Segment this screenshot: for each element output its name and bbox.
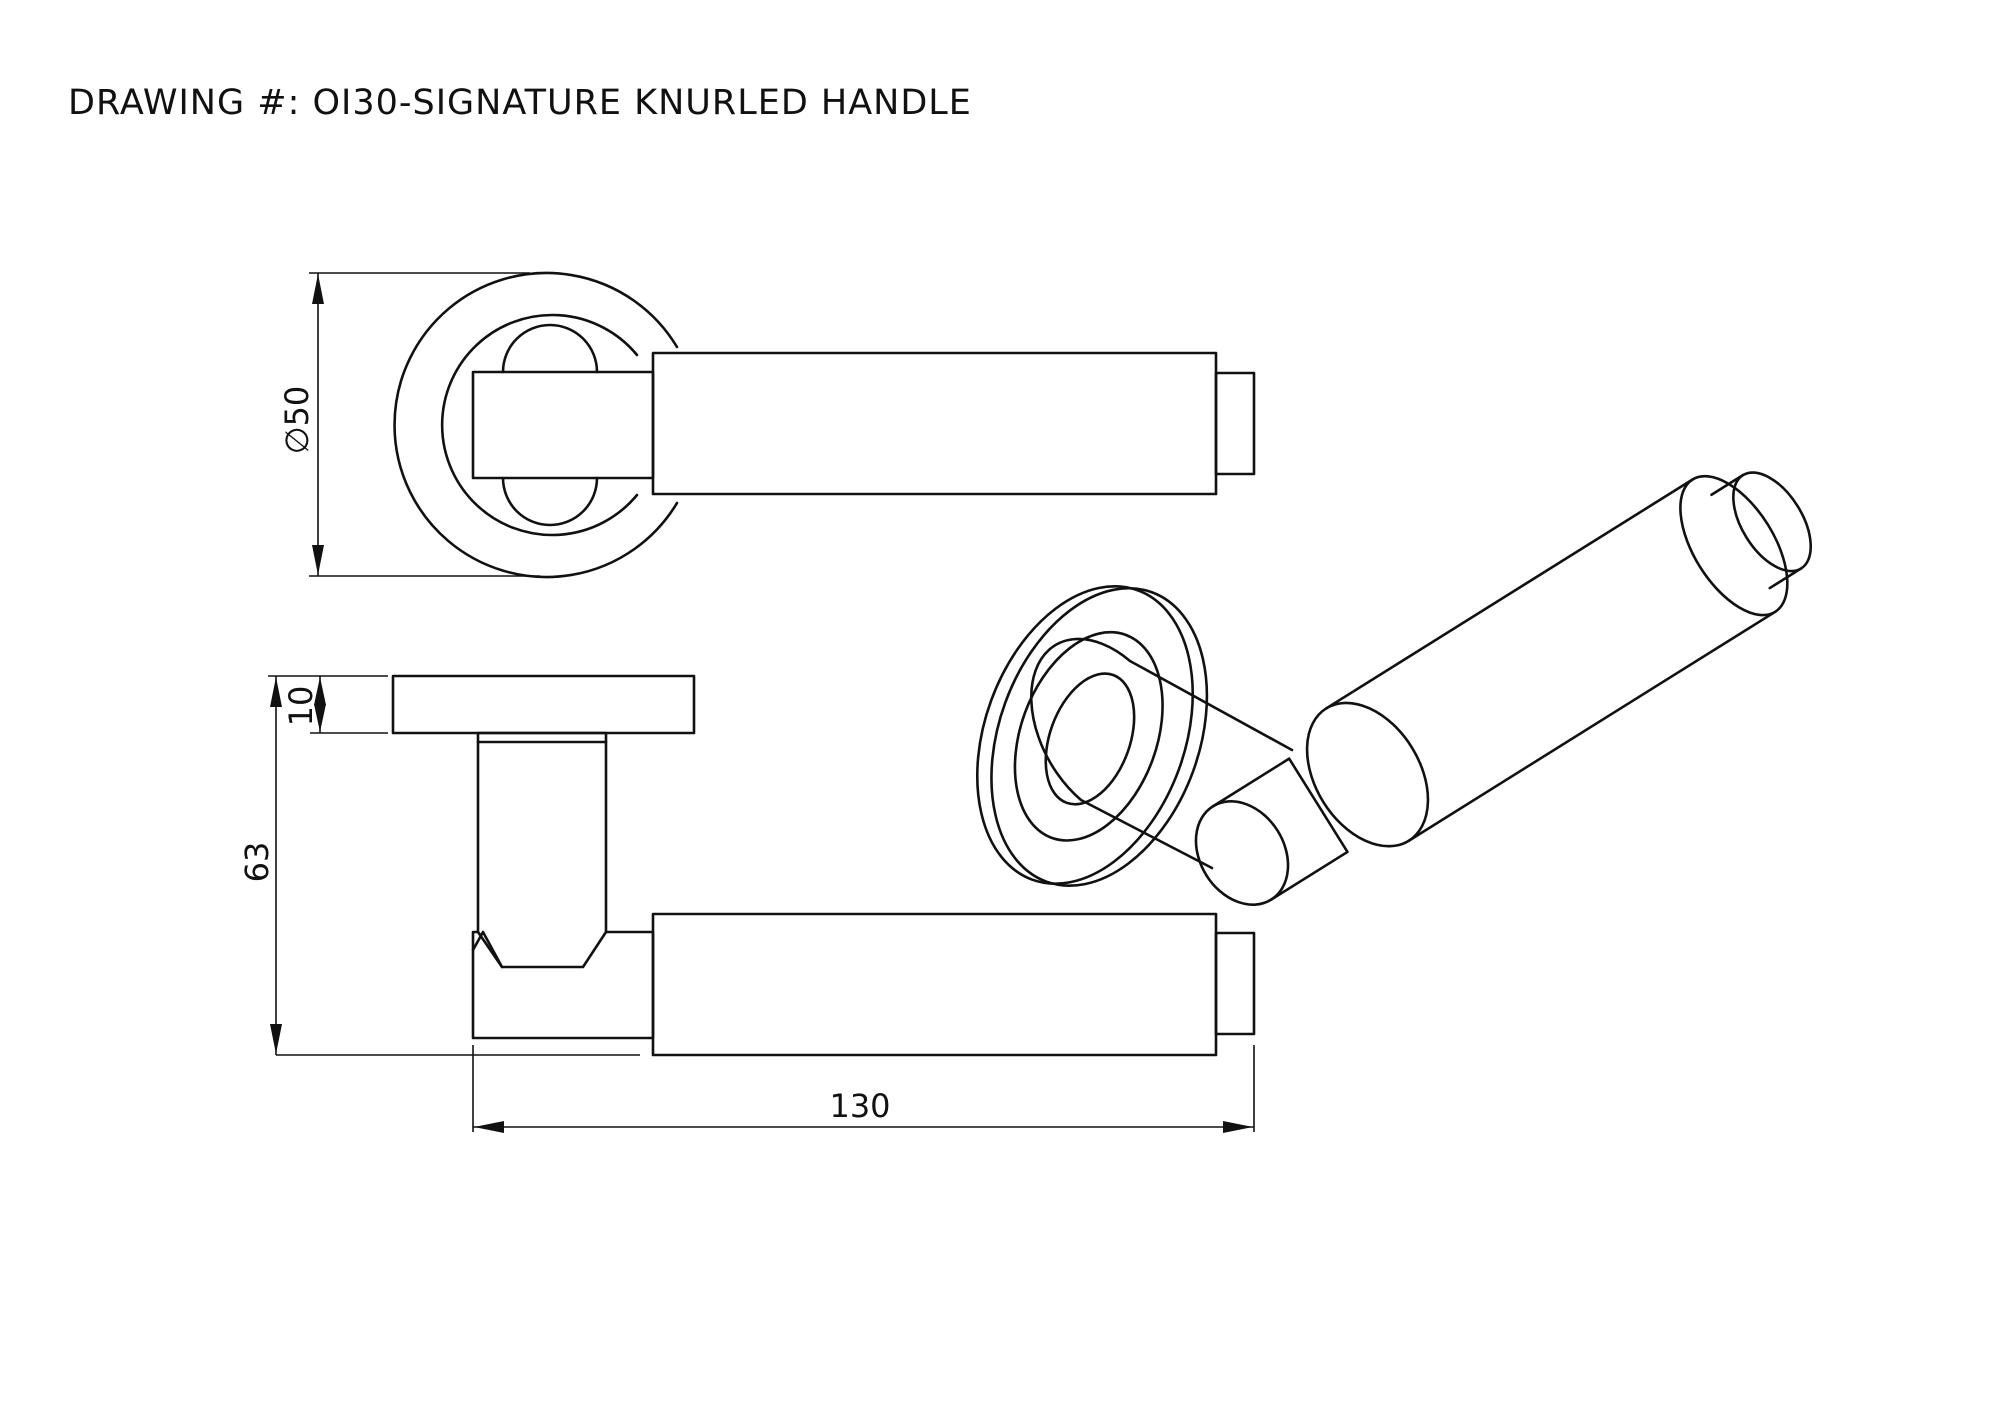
lever-neck-side	[471, 930, 655, 1040]
iso-rose-back	[990, 586, 1209, 887]
rose-inner-ring	[440, 313, 639, 537]
spindle-boss-lower	[501, 476, 599, 527]
iso-end-cap-face	[1732, 471, 1813, 573]
lever-grip-front	[651, 351, 1218, 496]
length-label: 130	[829, 1087, 890, 1125]
iso-rose-ring	[1013, 630, 1164, 842]
lever-grip-side	[651, 912, 1218, 1057]
iso-grip-body	[1324, 478, 1777, 843]
dimension-length: 130	[472, 1045, 1255, 1133]
iso-spindle-boss	[1044, 672, 1136, 806]
front-view	[393, 271, 1256, 579]
dimension-diameter: ∅50	[278, 272, 540, 577]
iso-shank	[1029, 637, 1294, 870]
lever-end-cap-side	[1214, 931, 1256, 1036]
dimension-projection: 63	[238, 676, 640, 1056]
iso-neck-body	[1211, 757, 1349, 901]
rose-collar	[476, 731, 608, 744]
isometric-view	[975, 471, 1813, 906]
iso-collar	[1305, 701, 1430, 848]
rose-side	[391, 674, 696, 735]
diameter-label: ∅50	[278, 386, 316, 455]
dimension-rose-thickness: 10	[268, 675, 388, 734]
drawing-title: DRAWING #: OI30-SIGNATURE KNURLED HANDLE	[68, 83, 972, 123]
neck-chamfer	[471, 930, 504, 969]
rose-outer-ring	[393, 271, 679, 579]
lever-end-cap-front	[1214, 371, 1256, 476]
iso-rose-front	[975, 585, 1195, 885]
shank	[476, 740, 608, 969]
iso-neck-end	[1194, 800, 1290, 906]
side-view	[391, 674, 1256, 1057]
thickness-label: 10	[282, 686, 320, 727]
lever-neck-front	[471, 370, 655, 480]
iso-grip-end	[1679, 474, 1789, 617]
spindle-boss	[501, 323, 599, 374]
projection-label: 63	[238, 842, 276, 883]
